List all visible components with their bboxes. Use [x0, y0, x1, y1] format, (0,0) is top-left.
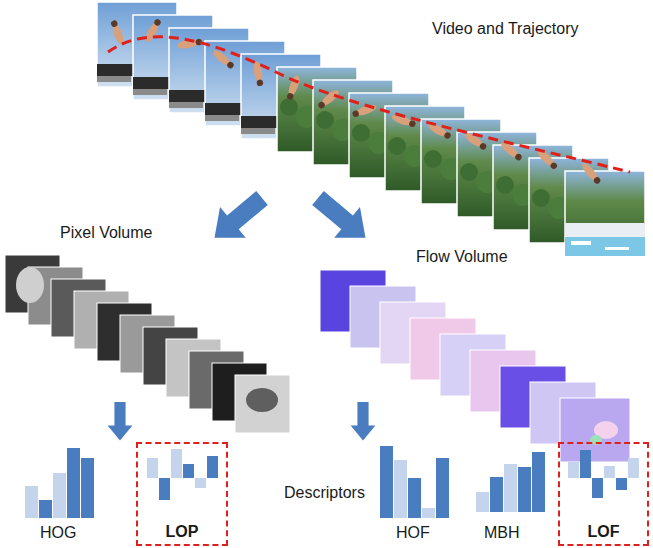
section-label: Descriptors: [284, 484, 365, 502]
descriptor-name: MBH: [484, 524, 520, 542]
volume-label: Flow Volume: [416, 248, 508, 266]
highlight-box: LOP: [136, 442, 228, 546]
descriptor-name: LOF: [588, 523, 620, 541]
descriptor-name: HOF: [396, 524, 430, 542]
video-title: Video and Trajectory: [432, 20, 578, 38]
volume-label: Pixel Volume: [60, 224, 153, 242]
highlight-box: LOF: [558, 442, 649, 546]
descriptor-name: HOG: [40, 524, 76, 542]
descriptor-name: LOP: [166, 523, 199, 541]
